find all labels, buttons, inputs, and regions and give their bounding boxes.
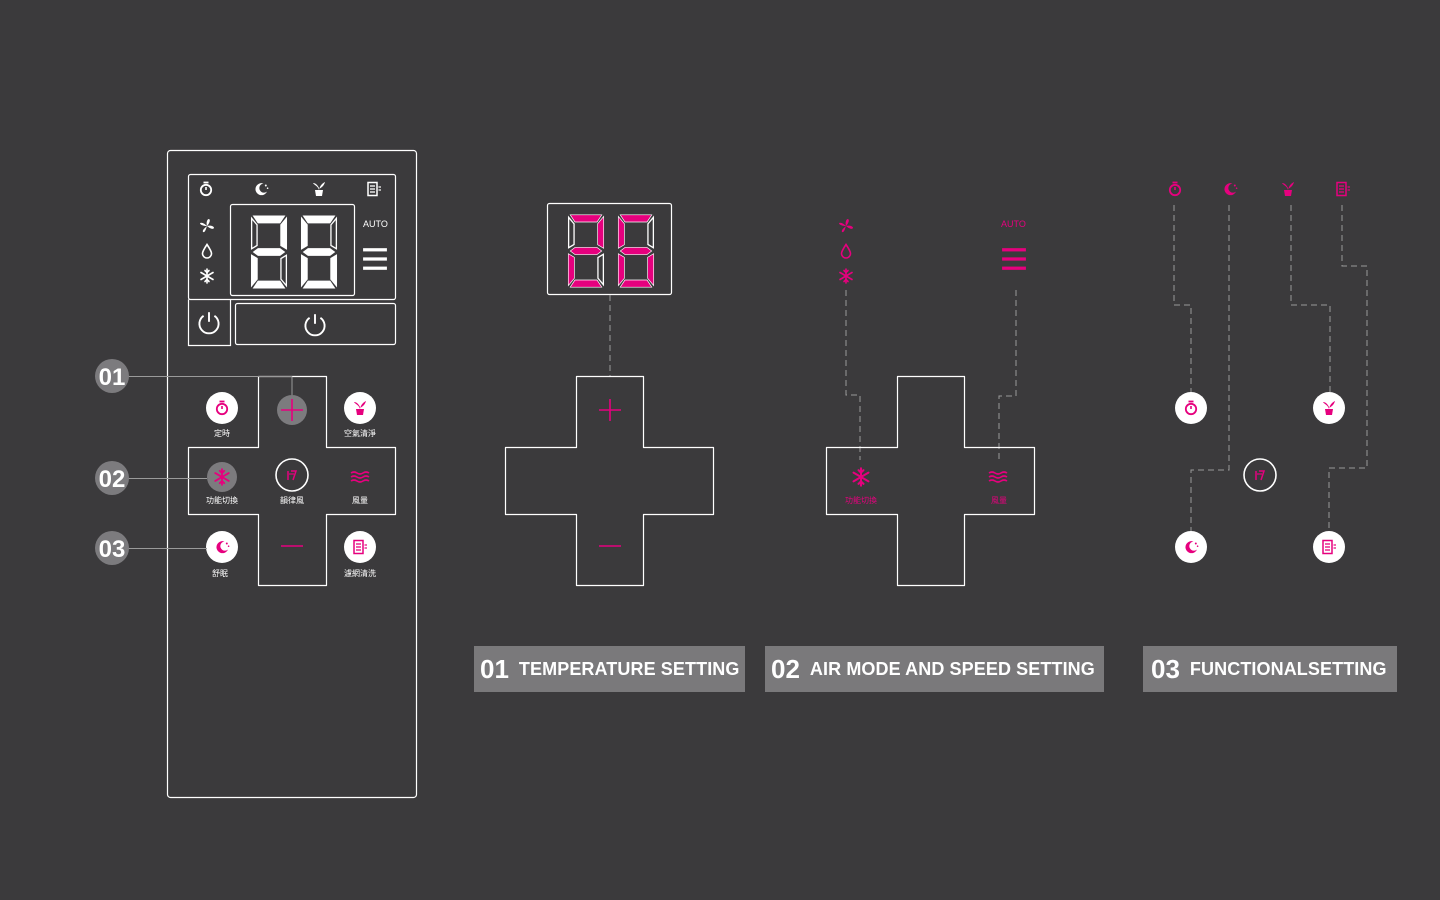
fan-icon <box>200 219 214 233</box>
callout-01: 01 <box>99 364 126 391</box>
temp-display-panel <box>546 202 673 296</box>
auto-label: AUTO <box>363 219 388 229</box>
drop-icon <box>201 243 213 259</box>
filter-clean-button[interactable] <box>344 531 376 563</box>
moon-icon <box>255 183 269 196</box>
mode-drop-icon <box>840 243 852 259</box>
callout-02: 02 <box>99 466 126 493</box>
plus-button[interactable] <box>277 395 307 425</box>
power-icon <box>198 311 220 335</box>
remote-body <box>166 149 418 799</box>
mode-label-switch: 功能切換 <box>845 495 877 505</box>
power-button[interactable] <box>236 304 395 344</box>
natural-wind-button[interactable] <box>276 459 308 491</box>
label-fan-speed: 風量 <box>352 496 368 505</box>
label-mode-switch: 功能切換 <box>206 495 238 505</box>
cross-pad <box>187 375 397 587</box>
fan-speed-button[interactable] <box>344 461 376 489</box>
label-air-clean: 空氣清淨 <box>344 428 376 438</box>
callout-03: 03 <box>99 536 126 563</box>
label-natural-wind: 韻律風 <box>280 495 304 505</box>
sleep-button[interactable] <box>206 531 238 563</box>
mode-cross-pad <box>825 375 1036 587</box>
temperature-display-frame <box>229 203 356 297</box>
caption-functional: 03 FUNCTIONALSETTING <box>1143 646 1397 692</box>
caption-text: AIR MODE AND SPEED SETTING <box>809 658 1095 679</box>
plant-icon <box>313 182 325 196</box>
caption-number: 01 <box>480 653 509 684</box>
caption-air-mode: 02 AIR MODE AND SPEED SETTING <box>765 646 1104 692</box>
temp-plus-icon <box>599 399 621 421</box>
caption-text: FUNCTIONALSETTING <box>1189 658 1387 679</box>
caption-number: 02 <box>771 653 800 684</box>
label-sleep: 舒眠 <box>212 568 228 578</box>
speed-bars-icon <box>363 248 387 270</box>
lcd-frame <box>187 173 397 301</box>
label-filter-clean: 濾網清洗 <box>344 568 376 578</box>
timer-icon <box>199 181 213 197</box>
func-moon-icon <box>1224 183 1238 196</box>
mode-bars-icon <box>1002 248 1026 270</box>
filter-icon <box>367 181 382 197</box>
mode-label-speed: 風量 <box>991 496 1007 505</box>
caption-temperature: 01 TEMPERATURE SETTING <box>474 646 745 692</box>
timer-button[interactable] <box>206 392 238 424</box>
power-bar <box>234 302 397 346</box>
mode-snow-icon <box>839 268 853 284</box>
caption-number: 03 <box>1151 653 1180 684</box>
air-clean-button[interactable] <box>344 392 376 424</box>
func-filter-icon <box>1336 181 1351 197</box>
mode-switch-button[interactable] <box>207 462 237 492</box>
mode-auto-label: AUTO <box>1001 219 1026 229</box>
temp-cross-pad <box>504 375 715 587</box>
snowflake-icon <box>200 268 214 284</box>
func-timer-icon <box>1168 181 1182 197</box>
minus-button[interactable] <box>277 532 307 560</box>
mode-fan-icon <box>839 219 853 233</box>
label-timer: 定時 <box>214 428 230 438</box>
caption-text: TEMPERATURE SETTING <box>518 658 740 679</box>
func-plant-icon <box>1282 182 1294 196</box>
